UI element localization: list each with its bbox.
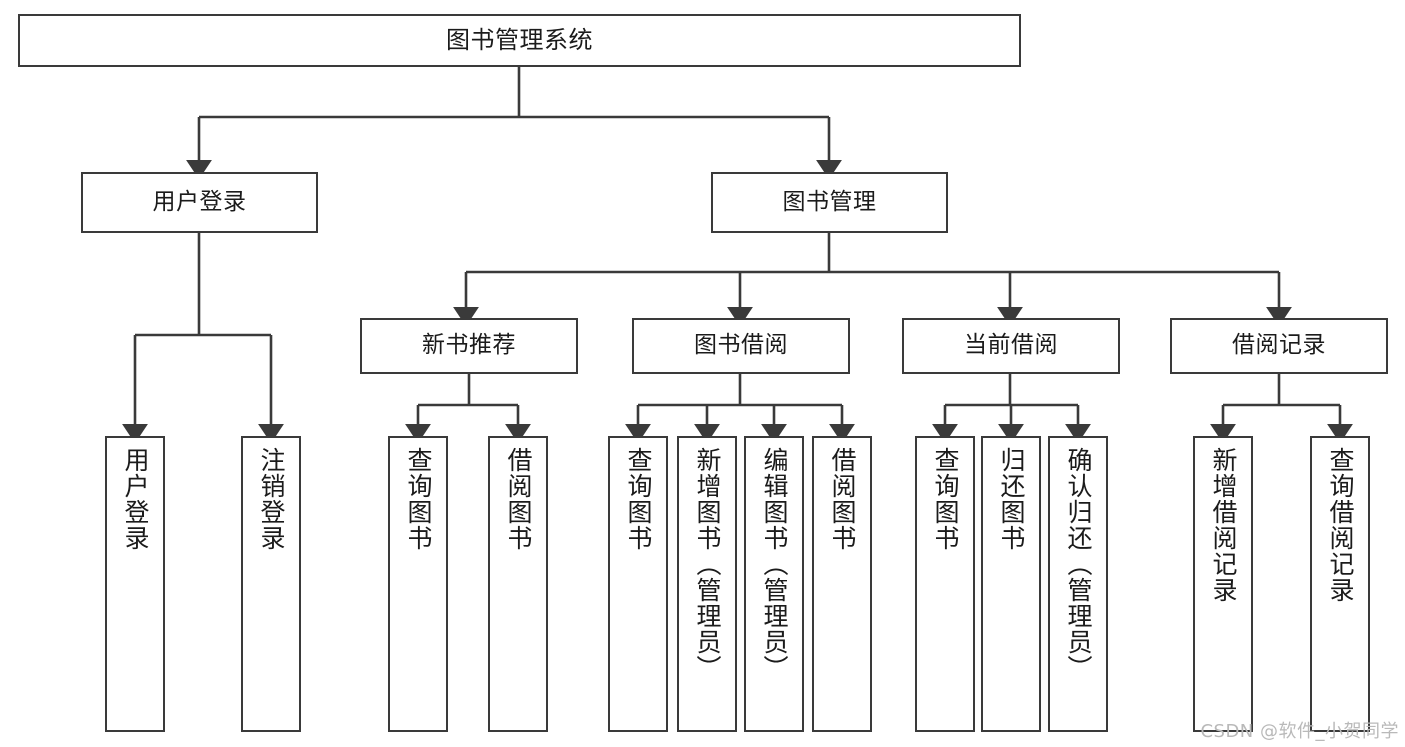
node-leaf-return[interactable]: 归还图书	[981, 436, 1041, 732]
node-leaf-query-rec[interactable]: 查询借阅记录	[1310, 436, 1370, 732]
node-leaf-borrow-1-label: 借阅图书	[504, 447, 533, 551]
node-root[interactable]: 图书管理系统	[18, 14, 1021, 67]
node-borrow-record[interactable]: 借阅记录	[1170, 318, 1388, 374]
node-user-login-label: 用户登录	[152, 188, 247, 215]
node-leaf-user-login[interactable]: 用户登录	[105, 436, 165, 732]
node-new-book-rec[interactable]: 新书推荐	[360, 318, 578, 374]
node-leaf-add-rec-label: 新增借阅记录	[1209, 447, 1238, 603]
node-leaf-return-label: 归还图书	[997, 447, 1026, 551]
node-leaf-user-login-label: 用户登录	[121, 447, 150, 551]
node-leaf-borrow-1[interactable]: 借阅图书	[488, 436, 548, 732]
node-leaf-logout[interactable]: 注销登录	[241, 436, 301, 732]
node-book-mgmt[interactable]: 图书管理	[711, 172, 948, 233]
node-leaf-query-3[interactable]: 查询图书	[915, 436, 975, 732]
node-leaf-query-2[interactable]: 查询图书	[608, 436, 668, 732]
node-leaf-add-rec[interactable]: 新增借阅记录	[1193, 436, 1253, 732]
node-leaf-query-rec-label: 查询借阅记录	[1326, 447, 1355, 603]
node-leaf-query-2-label: 查询图书	[624, 447, 653, 551]
node-root-label: 图书管理系统	[446, 26, 593, 55]
node-borrow-record-label: 借阅记录	[1232, 332, 1326, 359]
node-leaf-edit-book[interactable]: 编辑图书（管理员）	[744, 436, 804, 732]
node-book-borrow-label: 图书借阅	[694, 332, 788, 359]
node-current-borrow-label: 当前借阅	[964, 332, 1058, 359]
node-leaf-add-book[interactable]: 新增图书（管理员）	[677, 436, 737, 732]
node-new-book-rec-label: 新书推荐	[422, 332, 516, 359]
node-leaf-borrow-2[interactable]: 借阅图书	[812, 436, 872, 732]
node-leaf-query-3-label: 查询图书	[931, 447, 960, 551]
node-leaf-query-1-label: 查询图书	[404, 447, 433, 551]
node-current-borrow[interactable]: 当前借阅	[902, 318, 1120, 374]
node-leaf-confirm[interactable]: 确认归还（管理员）	[1048, 436, 1108, 732]
node-book-borrow[interactable]: 图书借阅	[632, 318, 850, 374]
node-user-login[interactable]: 用户登录	[81, 172, 318, 233]
node-leaf-confirm-label: 确认归还（管理员）	[1064, 447, 1093, 681]
node-leaf-edit-book-label: 编辑图书（管理员）	[760, 447, 789, 681]
node-leaf-borrow-2-label: 借阅图书	[828, 447, 857, 551]
node-leaf-add-book-label: 新增图书（管理员）	[693, 447, 722, 681]
watermark: CSDN @软件_小贺同学	[1200, 721, 1399, 742]
node-leaf-logout-label: 注销登录	[257, 447, 286, 551]
node-book-mgmt-label: 图书管理	[782, 188, 877, 215]
node-leaf-query-1[interactable]: 查询图书	[388, 436, 448, 732]
